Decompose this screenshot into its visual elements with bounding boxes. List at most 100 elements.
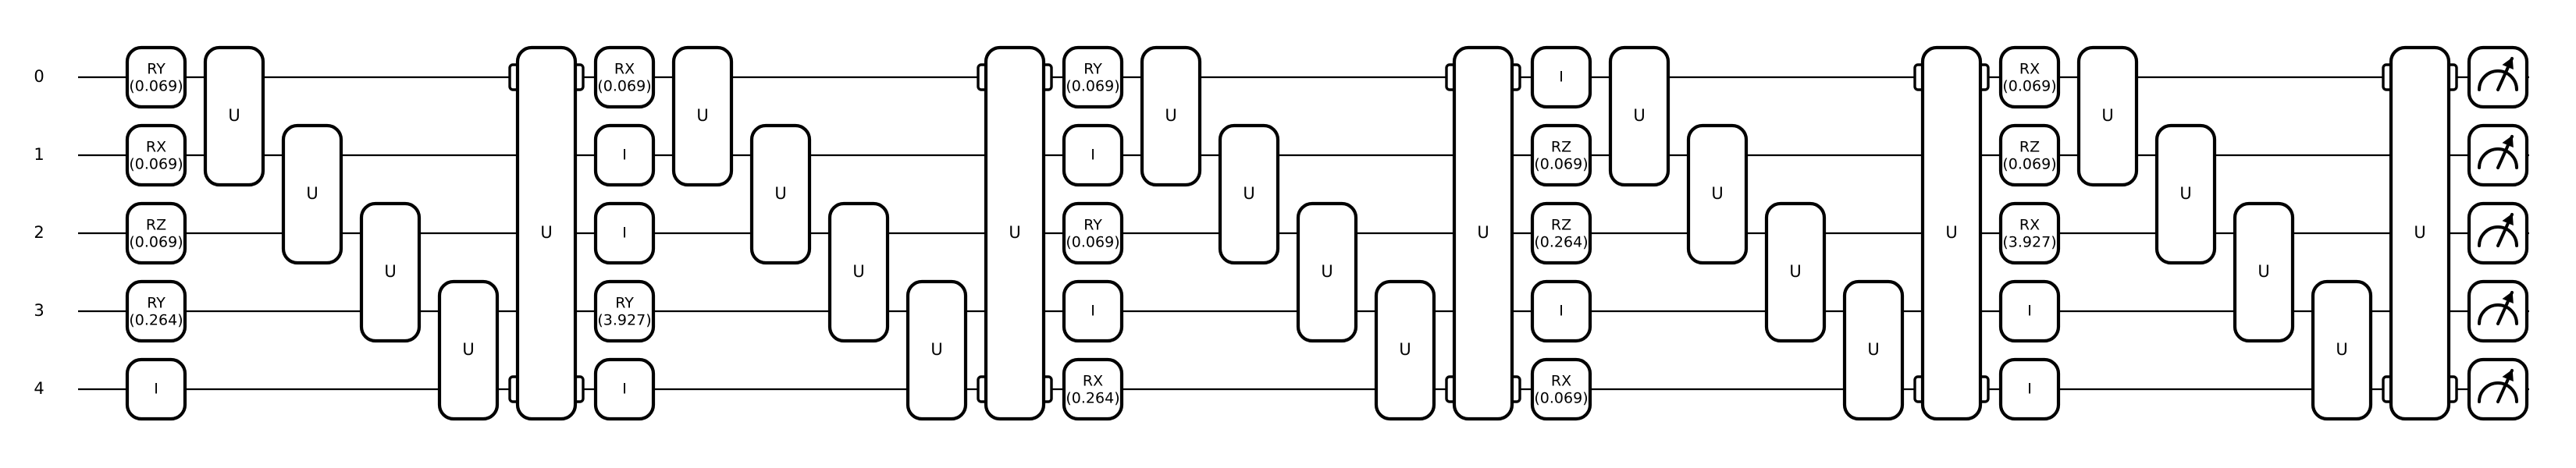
gate-box (2467, 279, 2529, 343)
rotation-gate: I (1998, 279, 2061, 343)
gate-name: RY (147, 61, 165, 78)
meter-icon (2478, 135, 2518, 169)
u-gate-wrap: U (977, 45, 1053, 421)
meter-arrowhead (2502, 369, 2514, 382)
gate-param: (0.069) (129, 156, 183, 173)
gate-box (2233, 201, 2295, 343)
gate-label: U (1165, 106, 1176, 125)
gate-box (1062, 123, 1124, 187)
gate-param: (0.069) (129, 234, 183, 251)
gate-name: I (1091, 147, 1095, 164)
gate-box (1530, 45, 1592, 109)
gate-name: RX (614, 61, 635, 78)
gate-box (437, 279, 500, 421)
rotation-gate: I (1062, 279, 1124, 343)
gate-box (2311, 279, 2373, 421)
gate-box (2467, 123, 2529, 187)
u-gate-two-qubit: U (1764, 201, 1827, 343)
gate-label: U (2336, 340, 2347, 359)
measurement-gate (2467, 279, 2529, 343)
gates-layer: RY(0.069)RX(0.069)RZ(0.069)RY(0.264)IUUU… (125, 45, 2529, 421)
u-gate-two-qubit: U (281, 123, 343, 265)
gate-box (1998, 279, 2061, 343)
u-gate-wrap: U (1913, 45, 1990, 421)
gate-label: U (2414, 223, 2425, 242)
gate-name: I (2027, 381, 2032, 398)
gate-label: U (462, 340, 474, 359)
gate-label: U (540, 223, 552, 242)
gate-box (1296, 201, 1358, 343)
gate-name: RX (146, 139, 166, 156)
gate-box (2467, 357, 2529, 421)
gate-name: I (154, 381, 158, 398)
meter-icon (2478, 57, 2518, 91)
rotation-gate: I (1998, 357, 2061, 421)
u-gate-two-qubit: U (1296, 201, 1358, 343)
gate-box (593, 123, 656, 187)
gate-box (1842, 279, 1905, 421)
gate-label: U (852, 262, 864, 281)
gate-param: (0.264) (1534, 234, 1588, 251)
rotation-gate: RX(0.069) (1998, 45, 2061, 109)
gate-param: (3.927) (2002, 234, 2056, 251)
gate-name: RX (1551, 373, 1571, 390)
gate-label: U (1945, 223, 1957, 242)
gate-label: U (774, 184, 786, 203)
gate-label: U (228, 106, 240, 125)
gate-box (593, 279, 656, 343)
u-gate-two-qubit: U (1374, 279, 1436, 421)
rotation-gate: RY(0.069) (1062, 201, 1124, 265)
u-gate-two-qubit: U (1842, 279, 1905, 421)
meter-icon (2478, 213, 2518, 247)
rotation-gate: RX(0.069) (1530, 357, 1592, 421)
gate-label: U (1243, 184, 1254, 203)
rotation-gate: RZ(0.069) (125, 201, 187, 265)
gate-param: (0.069) (2002, 156, 2056, 173)
u-gate-two-qubit: U (2311, 279, 2373, 421)
gate-box (1530, 357, 1592, 421)
gate-label: U (1789, 262, 1801, 281)
meter-arrowhead (2502, 291, 2514, 304)
gate-box (515, 45, 578, 421)
gate-param: (0.069) (597, 78, 651, 95)
u-gate-two-qubit: U (1686, 123, 1749, 265)
rotation-gate: I (593, 123, 656, 187)
gate-box (1062, 357, 1124, 421)
gate-box (1998, 201, 2061, 265)
gate-param: (0.069) (1066, 78, 1119, 95)
gate-box (125, 123, 187, 187)
gate-box (125, 357, 187, 421)
meter-arrowhead (2502, 213, 2514, 226)
gate-box (125, 201, 187, 265)
rotation-gate: I (1530, 279, 1592, 343)
u-gate-wrap: U (508, 45, 585, 421)
gate-box (203, 45, 265, 187)
gate-box (1998, 123, 2061, 187)
gate-box (1374, 279, 1436, 421)
gate-label: U (1321, 262, 1332, 281)
gate-param: (0.069) (129, 78, 183, 95)
gate-box (1998, 45, 2061, 109)
gate-name: RX (1083, 373, 1103, 390)
rotation-gate: RZ(0.069) (1998, 123, 2061, 187)
gate-label: U (696, 106, 708, 125)
measurement-gate (2467, 201, 2529, 265)
u-gate-two-qubit: U (749, 123, 812, 265)
meter-arrowhead (2502, 57, 2514, 70)
rotation-gate: RY(3.927) (593, 279, 656, 343)
gate-box (125, 279, 187, 343)
gate-label: U (2179, 184, 2191, 203)
gate-box (593, 201, 656, 265)
u-gate-wrap: U (2382, 45, 2458, 421)
wire-label-0: 0 (34, 67, 44, 86)
gate-box (2389, 45, 2451, 421)
gate-name: RY (147, 295, 165, 312)
wire-label-1: 1 (34, 145, 44, 164)
gate-name: I (1091, 303, 1095, 320)
gate-name: RX (2019, 61, 2040, 78)
meter-arc (2478, 225, 2518, 247)
gate-box (1530, 201, 1592, 265)
meter-arc (2478, 381, 2518, 403)
gate-box (1062, 45, 1124, 109)
